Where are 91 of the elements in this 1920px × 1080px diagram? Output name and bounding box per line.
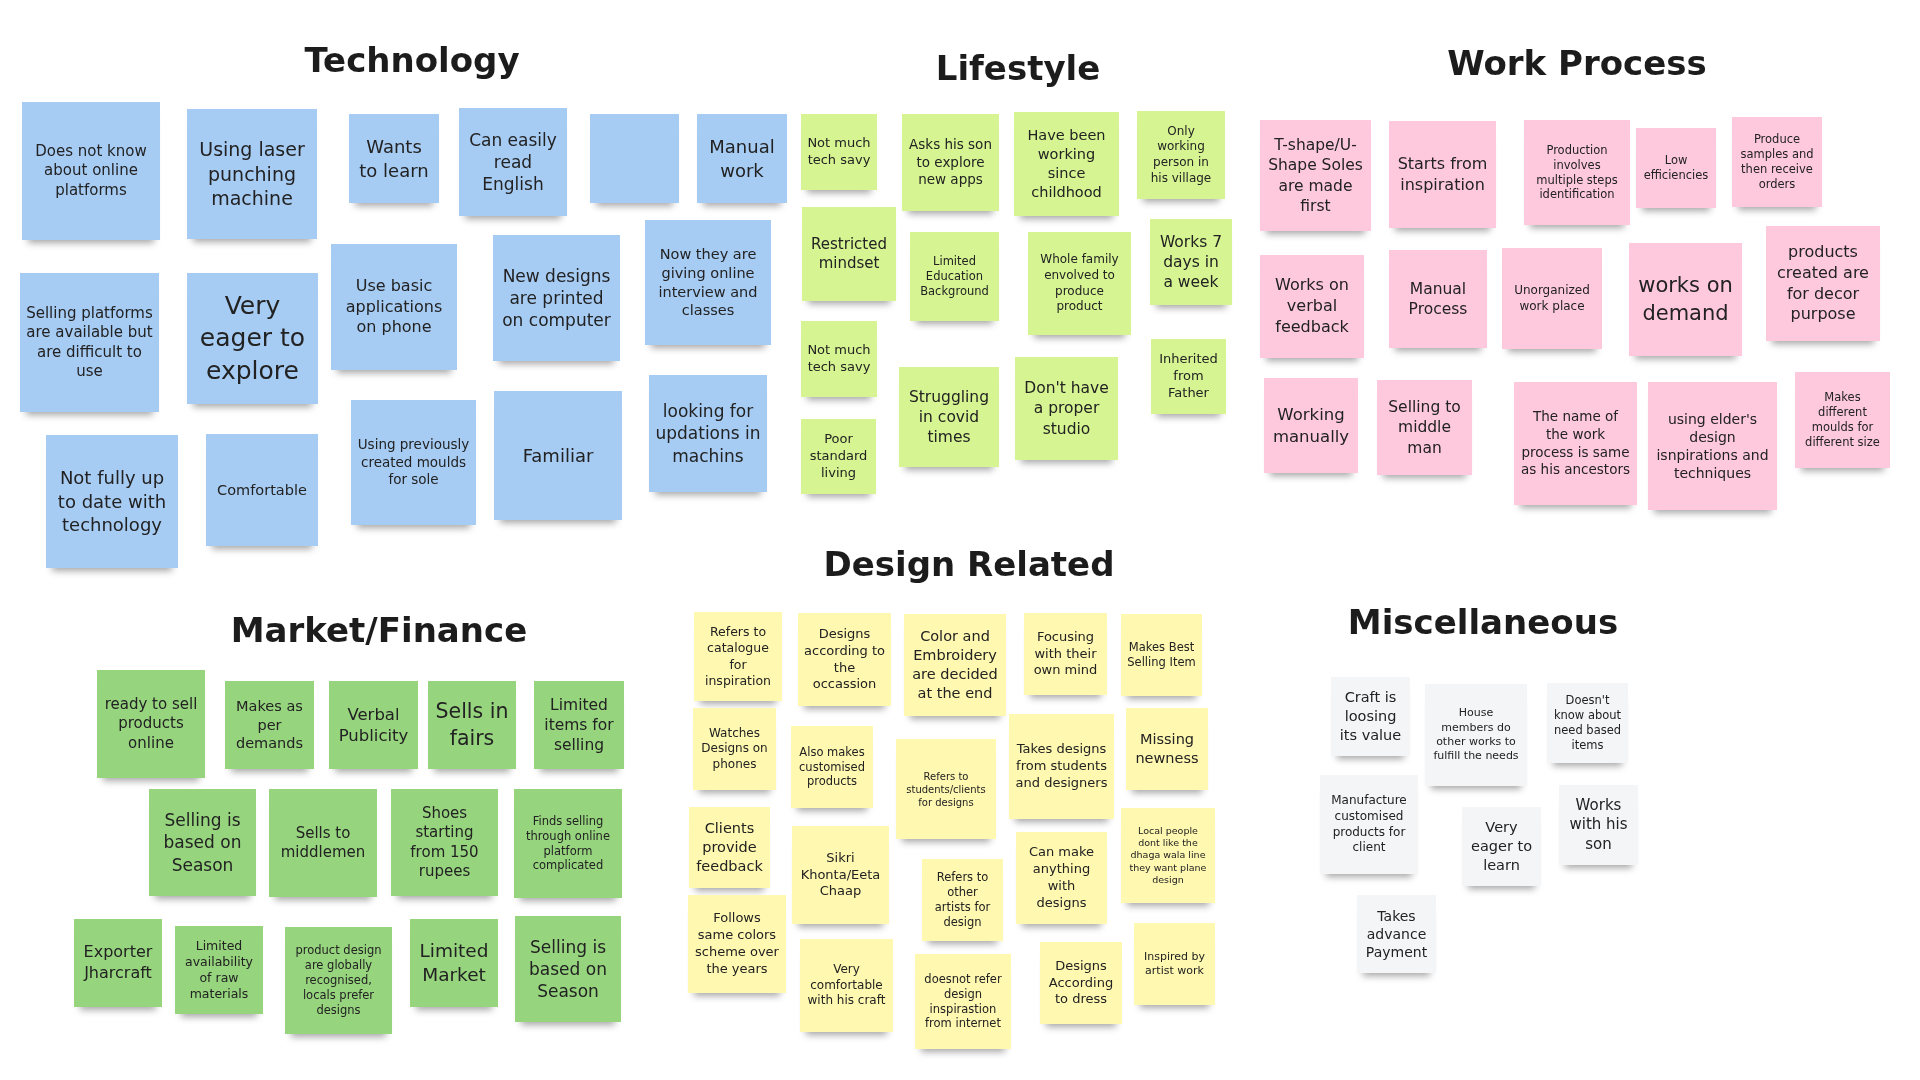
sticky-note: Makes as per demands	[225, 681, 314, 769]
sticky-note: Does not know about online platforms	[22, 102, 160, 240]
sticky-note: Have been working since childhood	[1014, 112, 1119, 216]
sticky-note: Missing newness	[1126, 708, 1208, 790]
sticky-note: Asks his son to explore new apps	[902, 114, 999, 211]
sticky-note: Doesn't know about need based items	[1547, 683, 1628, 763]
sticky-note: Limited items for selling	[534, 681, 624, 769]
sticky-note: using elder's design isnpirations and techniques	[1648, 382, 1777, 510]
sticky-note: ready to sell products online	[97, 670, 205, 778]
sticky-note: Sikri Khonta/Eeta Chaap	[792, 826, 889, 924]
sticky-note: Only working person in his village	[1137, 111, 1225, 199]
sticky-note: T-shape/U-Shape Soles are made first	[1260, 120, 1371, 231]
sticky-note: looking for updations in machins	[649, 375, 767, 492]
sticky-note: Manual work	[697, 114, 787, 203]
sticky-note: Color and Embroidery are decided at the end	[904, 614, 1006, 716]
sticky-note: Wants to learn	[349, 114, 439, 203]
sticky-note: Designs according to the occassion	[798, 613, 891, 706]
sticky-note: Starts from inspiration	[1389, 121, 1496, 228]
sticky-note: Makes different moulds for different size	[1795, 372, 1890, 468]
sticky-note: works on demand	[1629, 243, 1742, 356]
sticky-note: Produce samples and then receive orders	[1732, 117, 1822, 207]
sticky-note: Inspired by artist work	[1134, 923, 1215, 1005]
sticky-note: Sells to middlemen	[269, 789, 377, 897]
sticky-note: Limited Market	[410, 919, 498, 1007]
sticky-note: products created are for decor purpose	[1766, 226, 1880, 341]
sticky-note: Takes advance Payment	[1357, 895, 1436, 973]
sticky-note: Selling is based on Season	[515, 916, 621, 1022]
sticky-note: Makes Best Selling Item	[1121, 614, 1202, 696]
group-heading: Work Process	[1447, 43, 1707, 84]
sticky-note: Using laser punching machine	[187, 109, 317, 239]
sticky-note: Verbal Publicity	[329, 681, 418, 769]
sticky-note: Focusing with their own mind	[1024, 613, 1107, 695]
sticky-note: Inherited from Father	[1151, 339, 1226, 414]
sticky-note: Comfortable	[206, 434, 318, 546]
group-heading: Market/Finance	[230, 610, 528, 651]
group-heading: Miscellaneous	[1347, 602, 1619, 643]
sticky-note: Can easily read English	[459, 108, 567, 216]
sticky-note: Refers to catalogue for inspiration	[694, 612, 782, 701]
sticky-note: Manual Process	[1389, 250, 1487, 348]
sticky-note: doesnot refer design inspirastion from internet	[915, 954, 1011, 1049]
sticky-note: Now they are giving online interview and classes	[645, 220, 771, 345]
sticky-note: Not fully up to date with technology	[46, 435, 178, 568]
sticky-note: Not much tech savy	[801, 114, 877, 190]
sticky-note: Very eager to learn	[1462, 807, 1541, 886]
sticky-note: Whole family envolved to produce product	[1028, 232, 1131, 335]
sticky-note: Selling is based on Season	[149, 789, 256, 896]
sticky-note: Production involves multiple steps identification	[1524, 120, 1630, 225]
sticky-note: Finds selling through online platform complicated	[514, 789, 622, 898]
sticky-note: Sells in fairs	[428, 681, 516, 769]
sticky-note: Limited availability of raw materials	[175, 926, 263, 1014]
sticky-note: Low efficiencies	[1636, 128, 1716, 208]
sticky-note: Watches Designs on phones	[693, 708, 776, 790]
sticky-note: Selling platforms are available but are difficult to use	[20, 273, 159, 412]
sticky-note: Don't have a proper studio	[1015, 357, 1118, 460]
sticky-note: Selling to middle man	[1377, 380, 1472, 475]
sticky-note: Not much tech savy	[801, 321, 877, 397]
sticky-note: Struggling in covid times	[899, 367, 999, 467]
sticky-note: Very eager to explore	[187, 273, 318, 404]
group-heading: Technology	[304, 40, 520, 81]
sticky-note: Craft is loosing its value	[1331, 677, 1410, 756]
sticky-note: Follows same colors scheme over the years	[688, 895, 786, 993]
sticky-note: Familiar	[494, 391, 622, 520]
sticky-note: product design are globally recognised, locals prefer designs	[285, 927, 392, 1034]
sticky-note: Working manually	[1264, 378, 1358, 473]
sticky-note: Can make anything with designs	[1016, 832, 1107, 924]
sticky-note: House members do other works to fulfill the needs	[1425, 684, 1527, 786]
sticky-note: Refers to other artists for design	[922, 859, 1003, 941]
sticky-note: Works on verbal feedback	[1260, 255, 1364, 358]
group-heading: Lifestyle	[935, 48, 1101, 89]
sticky-note: New designs are printed on computer	[493, 235, 620, 361]
sticky-note	[590, 114, 679, 203]
sticky-note: Refers to students/clients for designs	[896, 739, 996, 839]
sticky-note: Works with his son	[1559, 785, 1638, 865]
sticky-note: Local people dont like the dhaga wala line they want plane design	[1121, 808, 1215, 903]
group-heading: Design Related	[823, 544, 1115, 585]
sticky-note: The name of the work process is same as his ancestors	[1514, 382, 1637, 505]
sticky-note: Manufacture customised products for client	[1320, 775, 1418, 874]
sticky-note: Restricted mindset	[802, 207, 896, 301]
sticky-note: Use basic applications on phone	[331, 244, 457, 370]
sticky-note: Also makes customised products	[791, 726, 873, 808]
sticky-note: Clients provide feedback	[689, 807, 770, 888]
sticky-note: Using previously created moulds for sole	[351, 400, 476, 525]
sticky-note: Limited Education Background	[910, 232, 999, 321]
sticky-note: Exporter Jharcraft	[74, 919, 162, 1007]
sticky-note: Shoes starting from 150 rupees	[391, 789, 498, 896]
sticky-note: Unorganized work place	[1502, 248, 1602, 349]
sticky-note: Takes designs from students and designers	[1009, 714, 1114, 819]
sticky-note: Designs According to dress	[1040, 942, 1122, 1024]
sticky-note: Works 7 days in a week	[1150, 219, 1232, 305]
sticky-note: Poor standard living	[801, 419, 876, 494]
sticky-note: Very comfortable with his craft	[800, 939, 893, 1032]
